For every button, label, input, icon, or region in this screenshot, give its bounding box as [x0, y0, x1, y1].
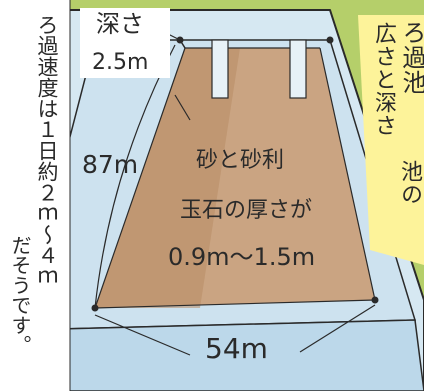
- note-col2: 広さと深さ: [371, 22, 396, 137]
- inner-bottom-edge: [94, 299, 376, 309]
- left-text-panel: [0, 0, 70, 391]
- sand-layer-shade: [95, 48, 240, 308]
- layer-line3: 0.9m～1.5m: [168, 243, 316, 271]
- inner-right-edge: [319, 47, 376, 301]
- sticky-note: [358, 15, 424, 265]
- inner-left-edge: [94, 47, 186, 309]
- layer-line1: 砂と砂利: [196, 148, 285, 173]
- filter-speed-line2: だそうです。: [8, 235, 32, 355]
- note-col3: 池の: [397, 160, 422, 206]
- corner-dot: [371, 296, 379, 304]
- layer-line2: 玉石の厚さが: [180, 198, 313, 223]
- inlet-pillar: [289, 39, 307, 99]
- depth-label-bg: [80, 8, 170, 78]
- note-col1: ろ過池: [398, 20, 424, 95]
- sand-arrow: [174, 94, 191, 121]
- filter-speed-line1: ろ過速度は１日約２ｍ～４ｍ: [35, 14, 59, 287]
- depth-value: 2.5m: [92, 50, 149, 75]
- width-value: 54m: [205, 332, 268, 365]
- depth-label: 深さ: [96, 10, 144, 38]
- inlet-pillar: [211, 39, 229, 99]
- corner-dot: [326, 36, 334, 44]
- length-value: 87m: [82, 150, 139, 179]
- width-dimension-line: [94, 314, 191, 356]
- width-dimension-line: [299, 304, 376, 353]
